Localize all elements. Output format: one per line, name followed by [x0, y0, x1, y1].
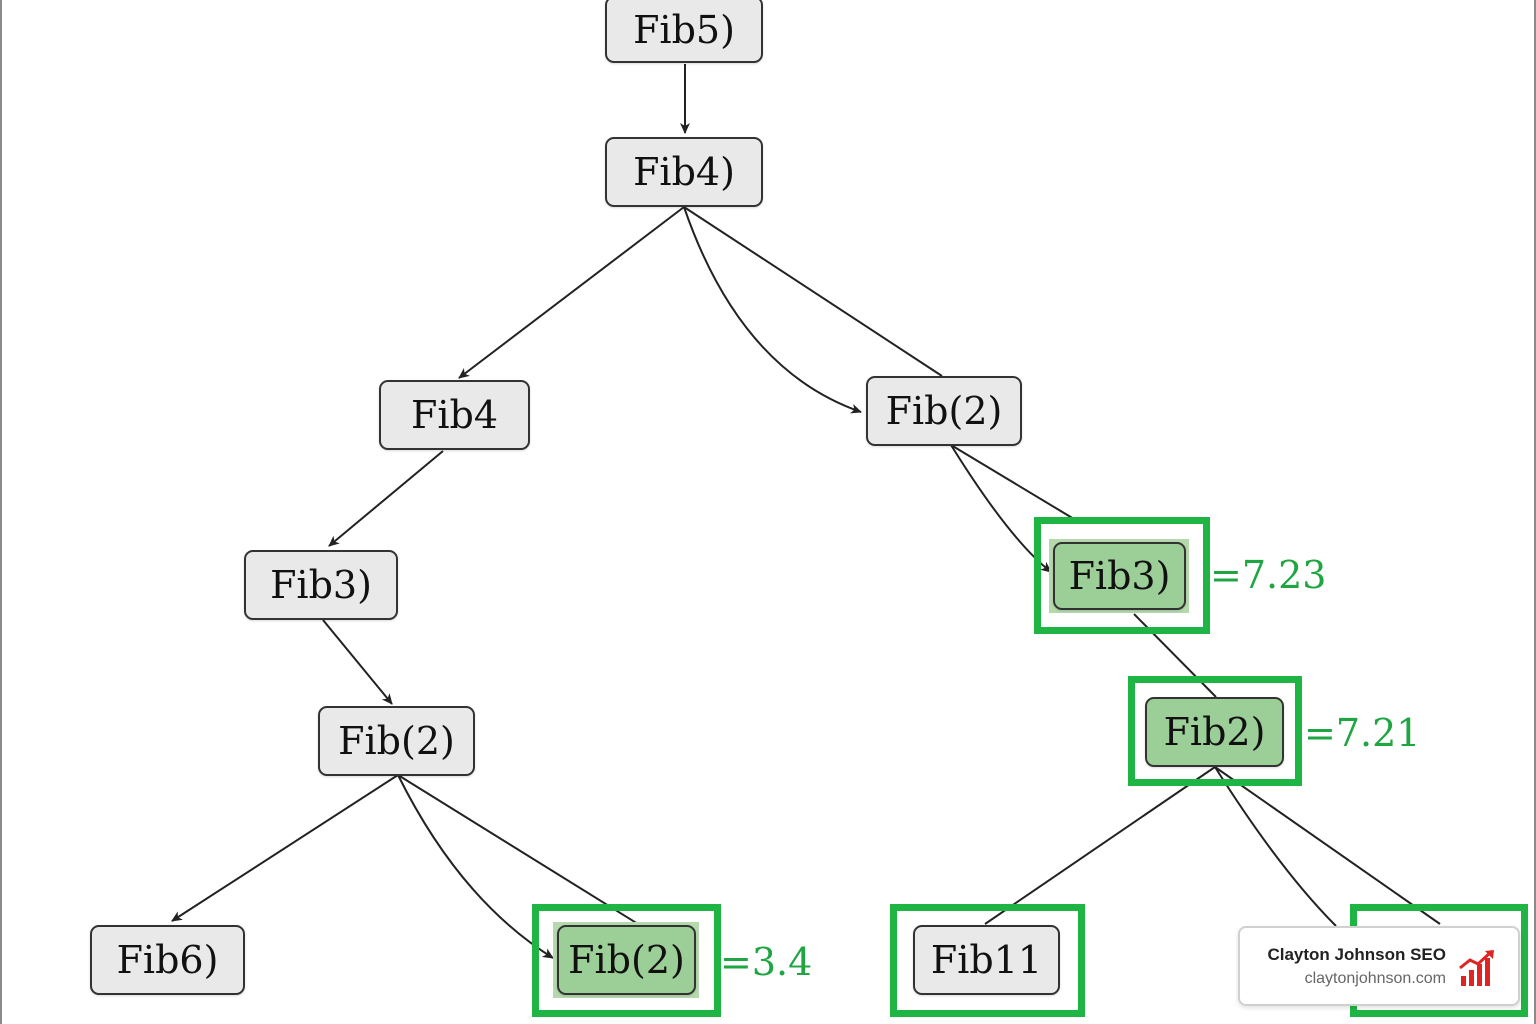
node-fib4-left: Fib4: [379, 380, 530, 450]
frame-left-border: [0, 0, 2, 1024]
frame-fib11: [890, 904, 1085, 1017]
edge-n4-n6-curve: [950, 444, 1052, 573]
memo-value-fib2: =7.21: [1304, 711, 1421, 755]
memo-value-fib3: =7.23: [1210, 553, 1327, 597]
watermark-badge: Clayton Johnson SEO claytonjohnson.com: [1238, 926, 1520, 1006]
edge-n7-n10-line: [397, 774, 639, 925]
node-fib2-middle: Fib(2): [318, 706, 475, 776]
edge-n4-n6-line: [950, 444, 1075, 520]
node-fib11-leaf: Fib11: [913, 925, 1060, 995]
edge-n2-n3: [458, 206, 685, 379]
node-fib3-memo: Fib3): [1053, 542, 1186, 610]
edge-n7-n10-curve: [397, 774, 554, 959]
edge-n3-n5: [328, 450, 444, 547]
node-fib3-left: Fib3): [244, 550, 398, 620]
edge-n8-n11-line: [984, 766, 1216, 925]
node-fib2-left-memo: Fib(2): [557, 925, 696, 995]
edge-n2-n4-line: [683, 206, 943, 377]
node-fib6-leaf: Fib6): [90, 925, 245, 995]
watermark-url: claytonjohnson.com: [1304, 970, 1446, 987]
edge-n5-n7: [322, 619, 393, 705]
edge-n2-n4-curve: [683, 206, 862, 414]
memo-frame-fib2: [1128, 676, 1302, 786]
node-fib4-level1: Fib4): [605, 137, 763, 207]
memo-value-fib2-left: =3.4: [720, 940, 813, 984]
edge-n8-offscreen-curve: [1214, 766, 1337, 927]
memo-frame-fib2-left: [532, 904, 721, 1017]
watermark-title: Clayton Johnson SEO: [1267, 945, 1446, 964]
node-fib2-right: Fib(2): [866, 376, 1022, 446]
bar-chart-arrow-icon: [1459, 950, 1494, 986]
node-fib5-root: Fib5): [605, 0, 763, 63]
frame-right-border: [1534, 0, 1536, 1024]
edge-n8-offscreen-line: [1214, 766, 1441, 925]
node-fib2-memo: Fib2): [1145, 697, 1284, 767]
memo-frame-fib3: [1034, 517, 1210, 634]
edge-n7-n9: [171, 774, 399, 922]
